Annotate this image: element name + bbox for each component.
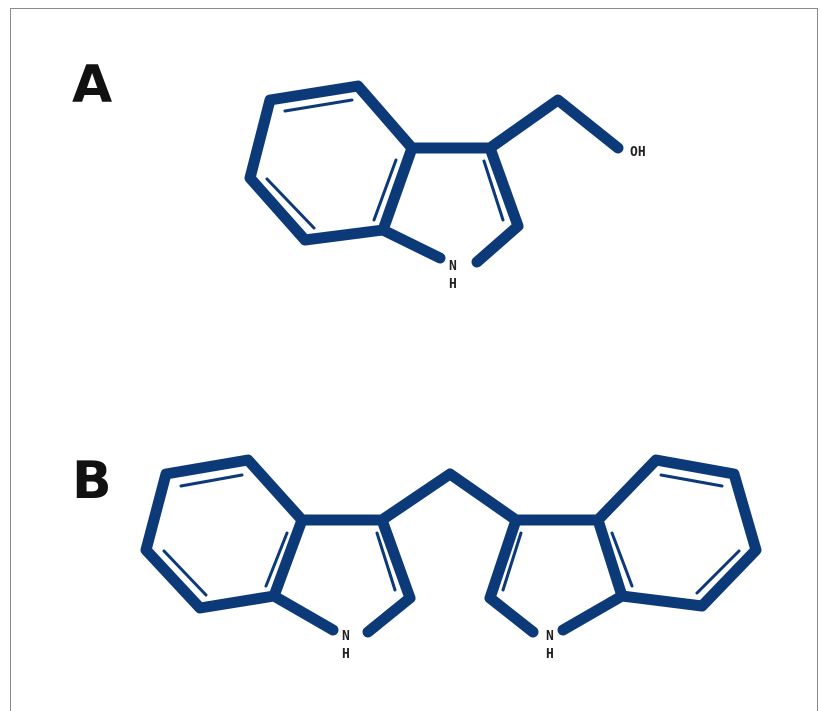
panel-label-a: A [72, 55, 112, 115]
molecule-b-right-indole [484, 454, 762, 638]
molecule-b-double-bonds [162, 473, 741, 597]
molecule-a-hydroxyl: OH [630, 145, 646, 160]
molecule-a-nitrogen-hydrogen: H [449, 277, 457, 292]
molecule-a-nitrogen: N [449, 259, 457, 274]
molecule-a: A N H OH [72, 55, 646, 292]
molecule-a-double-bonds [265, 98, 505, 230]
molecule-b-left-nitrogen: N [342, 629, 350, 644]
molecule-a-skeleton [244, 80, 624, 268]
molecule-b: B N H N H [72, 451, 762, 662]
molecule-b-right-nitrogen-hydrogen: H [546, 647, 554, 662]
molecule-b-left-indole [140, 454, 416, 638]
panel-label-b: B [72, 451, 112, 511]
molecule-b-right-nitrogen: N [546, 629, 554, 644]
molecule-b-methylene-bridge [376, 468, 522, 526]
molecule-b-left-nitrogen-hydrogen: H [342, 647, 350, 662]
